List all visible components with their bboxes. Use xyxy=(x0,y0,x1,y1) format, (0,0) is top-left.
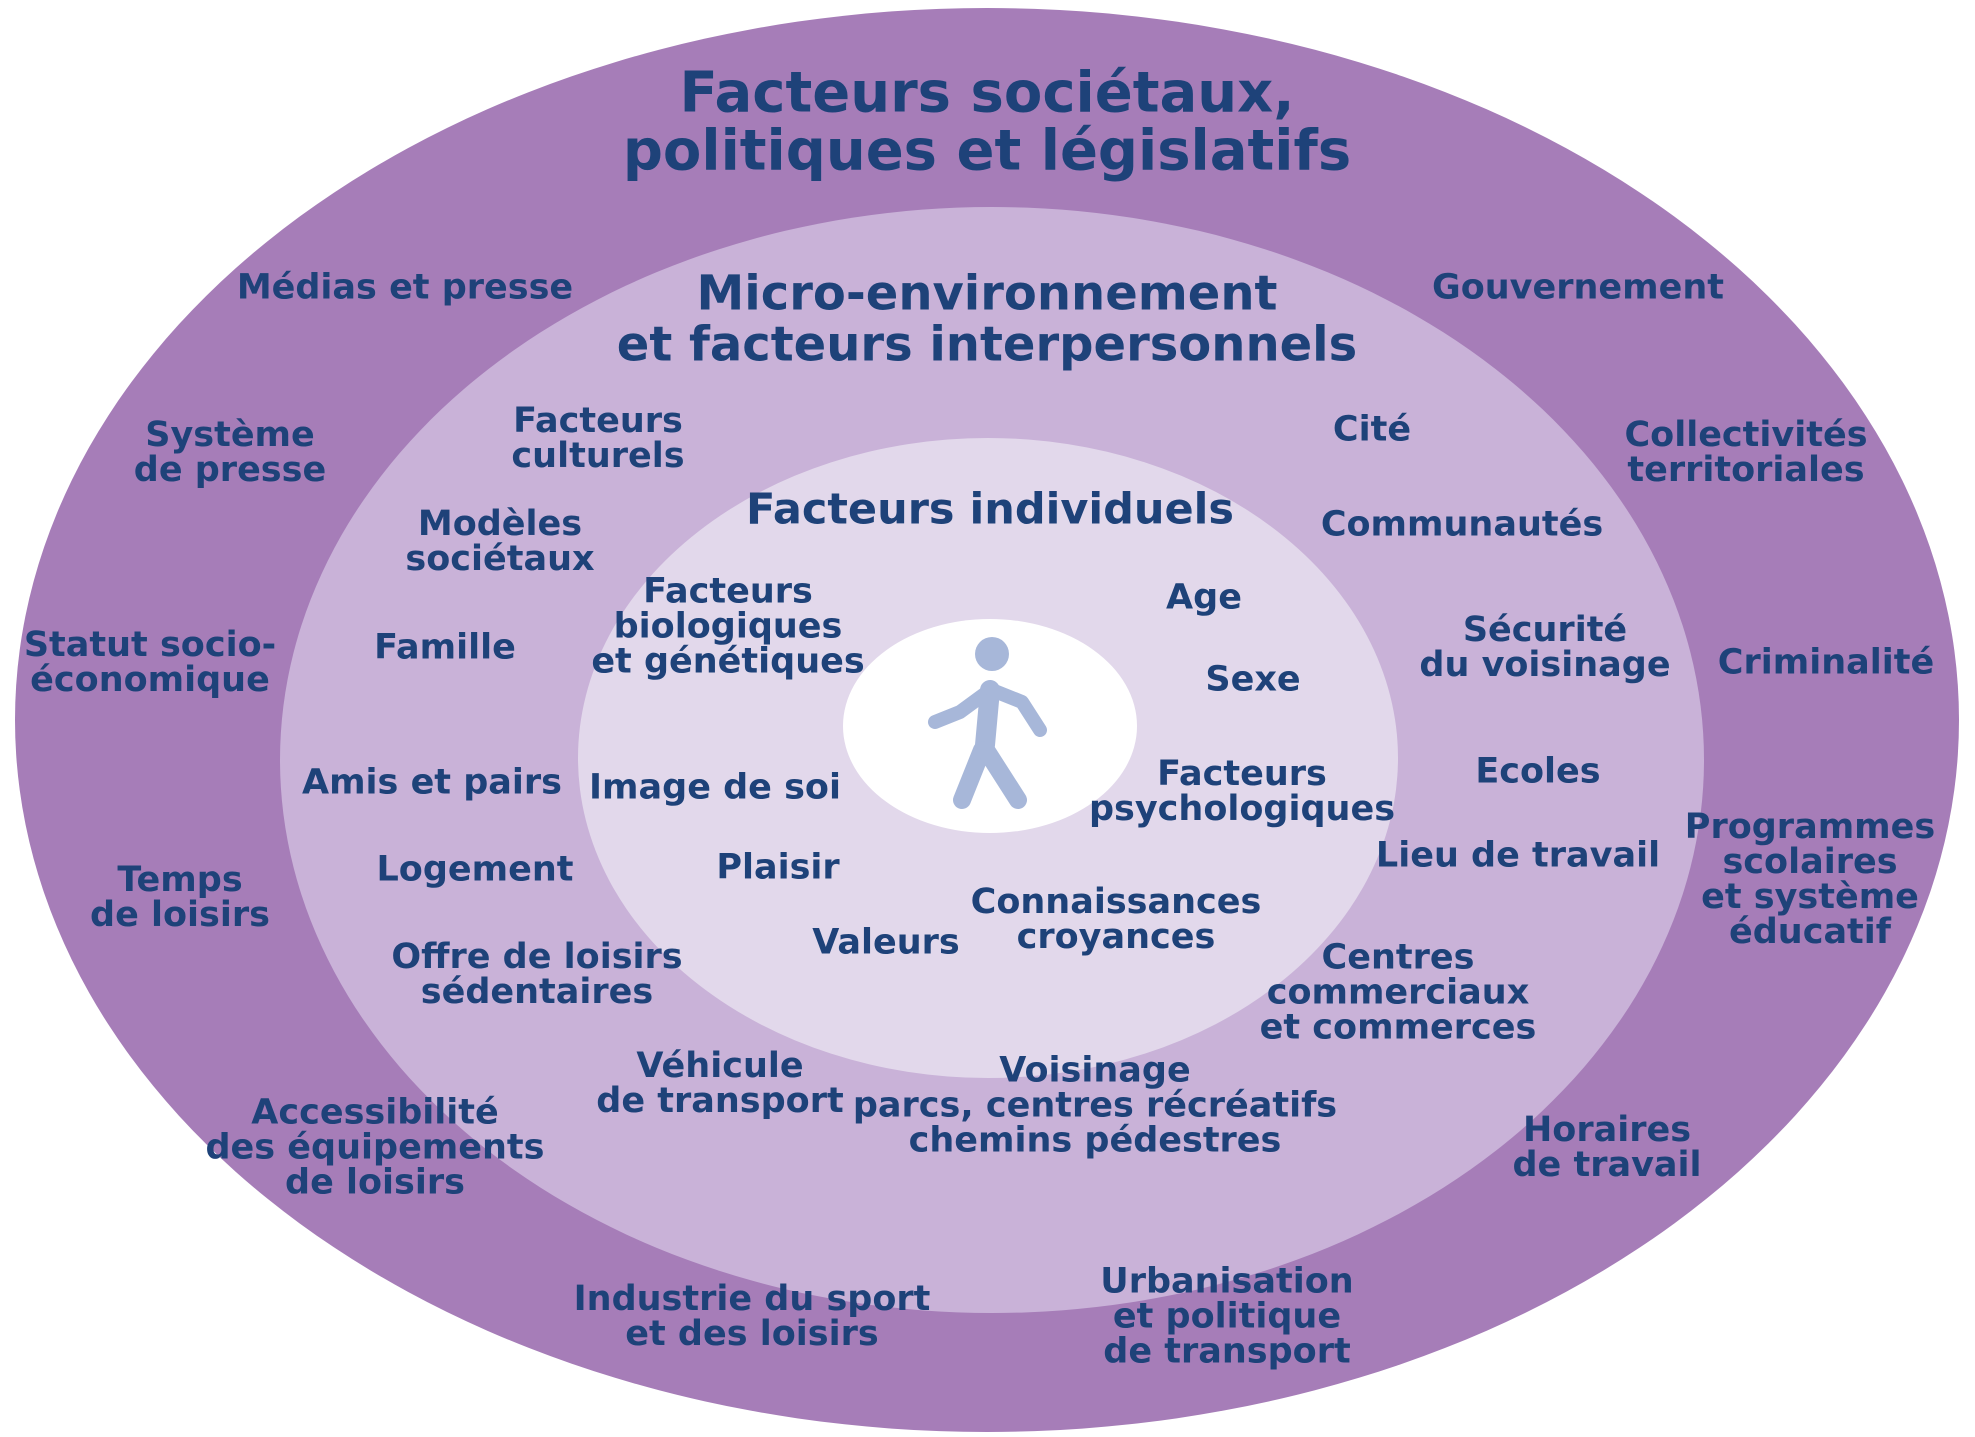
outer-factor-label: Criminalité xyxy=(1717,642,1935,683)
inner-factor-label: Age xyxy=(1166,577,1242,618)
outer-factor-label: Statut socio- économique xyxy=(23,625,277,700)
middle-factor-label: Voisinage parcs, centres récréatifs chem… xyxy=(852,1050,1338,1161)
middle-factor-label: Communautés xyxy=(1320,504,1604,545)
outer-factor-label: Accessibilité des équipements de loisirs xyxy=(205,1092,545,1203)
outer-factor-label: Temps de loisirs xyxy=(90,860,270,935)
outer-ring-title: Facteurs sociétaux, politiques et législ… xyxy=(622,60,1352,183)
middle-factor-label: Sécurité du voisinage xyxy=(1419,610,1671,685)
inner-factor-label: Valeurs xyxy=(812,922,960,963)
walking-person-icon xyxy=(928,637,1047,809)
middle-factor-label: Cité xyxy=(1332,409,1412,450)
outer-factor-label: Horaires de travail xyxy=(1512,1110,1702,1185)
outer-factor-label: Gouvernement xyxy=(1431,267,1725,308)
inner-ring-title: Facteurs individuels xyxy=(746,484,1234,535)
inner-factor-label: Facteurs biologiques et génétiques xyxy=(591,571,865,682)
inner-factor-label: Sexe xyxy=(1205,659,1301,700)
outer-factor-label: Urbanisation et politique de transport xyxy=(1100,1261,1354,1372)
middle-factor-label: Offre de loisirs sédentaires xyxy=(391,937,683,1012)
outer-factor-label: Programmes scolaires et système éducatif xyxy=(1684,807,1936,952)
outer-factor-label: Industrie du sport et des loisirs xyxy=(573,1279,931,1354)
middle-factor-label: Véhicule de transport xyxy=(596,1046,844,1121)
outer-factor-label: Système de presse xyxy=(133,415,327,490)
inner-factor-label: Connaissances croyances xyxy=(970,882,1262,957)
inner-factor-label: Facteurs psychologiques xyxy=(1088,754,1396,829)
middle-factor-label: Logement xyxy=(376,849,574,890)
middle-factor-label: Lieu de travail xyxy=(1375,835,1661,876)
outer-factor-label: Collectivités territoriales xyxy=(1624,415,1868,490)
middle-ring-title: Micro-environnement et facteurs interper… xyxy=(616,265,1358,373)
middle-factor-label: Ecoles xyxy=(1475,751,1601,792)
middle-factor-label: Modèles sociétaux xyxy=(405,504,595,579)
inner-factor-label: Image de soi xyxy=(589,767,841,808)
outer-factor-label: Médias et presse xyxy=(236,267,574,308)
middle-factor-label: Famille xyxy=(374,627,516,668)
middle-factor-label: Centres commerciaux et commerces xyxy=(1259,937,1537,1048)
inner-factor-label: Plaisir xyxy=(716,847,840,888)
middle-factor-label: Facteurs culturels xyxy=(511,401,685,476)
middle-factor-label: Amis et pairs xyxy=(302,762,562,803)
